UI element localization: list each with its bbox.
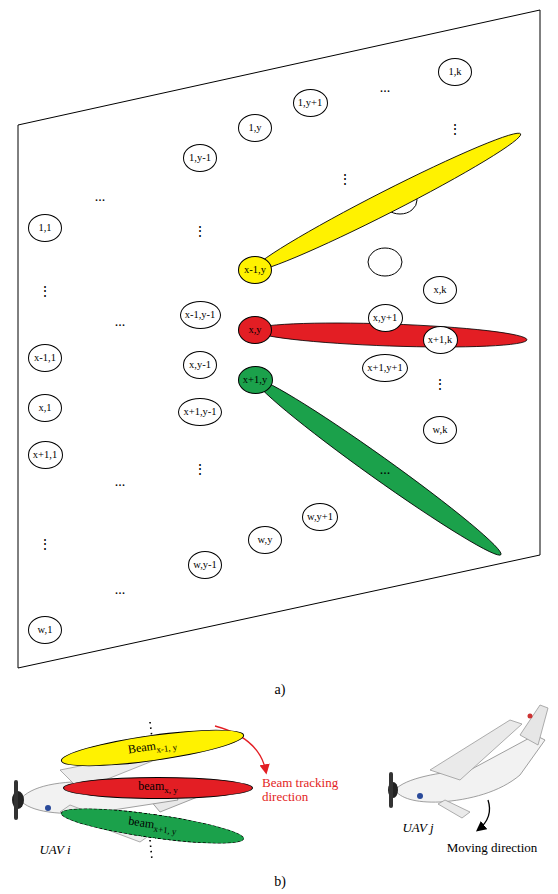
- label: ...: [115, 474, 126, 489]
- dots: [150, 840, 152, 860]
- label: ⋮: [448, 122, 462, 137]
- node-text: x-1,y-1: [185, 310, 216, 321]
- antenna-element: x+1,1: [28, 441, 63, 469]
- node-text: w,k: [433, 425, 448, 436]
- antenna-element: w,y-1: [188, 551, 222, 579]
- label: UAV i: [39, 843, 70, 857]
- node-text: x-1,y: [244, 265, 266, 276]
- node-text: x-1,1: [34, 353, 56, 364]
- node-text: x+1,1: [33, 450, 57, 461]
- label: a): [275, 682, 286, 697]
- antenna-element: w,k: [423, 416, 457, 444]
- node-text: w,y-1: [193, 560, 217, 571]
- label: ⋮: [38, 284, 52, 299]
- label: ⋮: [193, 462, 207, 477]
- antenna-element: w,y: [248, 526, 282, 554]
- antenna-element: 1,y: [238, 114, 272, 142]
- beam-shape: beamx, y: [63, 777, 253, 799]
- antenna-element: x-1,1: [28, 344, 62, 372]
- beam-green: [249, 370, 508, 563]
- antenna-element: 1,1: [28, 214, 62, 242]
- label: ...: [380, 462, 391, 477]
- label: UAV j: [402, 821, 433, 835]
- uav-j: [388, 705, 548, 818]
- antenna-element: x-1,y: [238, 256, 272, 284]
- node-text: 1,y+1: [298, 98, 322, 109]
- label: ...: [380, 80, 391, 95]
- antenna-element: 1,y-1: [183, 144, 217, 172]
- node-text: 1,y-1: [189, 153, 211, 164]
- label: ...: [115, 314, 126, 329]
- label: ⋮: [433, 377, 447, 392]
- antenna-element: 1,k: [438, 58, 472, 86]
- node-text: w,y: [258, 535, 273, 546]
- antenna-element: x,y: [238, 316, 272, 344]
- antenna-element: w,1: [28, 616, 62, 644]
- node-text: beamx+1, y: [127, 815, 178, 837]
- node-text: beamx, y: [138, 780, 178, 795]
- node-text: x+1,y: [243, 375, 267, 386]
- beam-shape: Beamx-1, y: [59, 722, 246, 773]
- node-text: w,1: [38, 625, 53, 636]
- beam-yellow: [248, 124, 525, 280]
- antenna-element: [368, 248, 402, 276]
- node-text: 1,y: [248, 123, 261, 134]
- antenna-element: x+1,y-1: [178, 398, 222, 426]
- node-text: x,1: [38, 403, 51, 414]
- antenna-element: x,k: [423, 276, 457, 304]
- antenna-element: x+1,y+1: [362, 354, 408, 382]
- moving-arrow: [478, 800, 490, 830]
- antenna-element: x,y+1: [368, 304, 403, 332]
- beam-shape: beamx+1, y: [59, 801, 246, 851]
- node-text: x+1,y+1: [367, 363, 402, 374]
- antenna-element: x+1,k: [423, 326, 458, 354]
- antenna-panel: [18, 10, 540, 668]
- label: ...: [95, 189, 106, 204]
- node-text: w,y+1: [307, 512, 333, 523]
- node-text: 1,k: [448, 67, 461, 78]
- label: ⋮: [38, 537, 52, 552]
- antenna-element: x,y-1: [183, 351, 217, 379]
- antenna-element: w,y+1: [302, 503, 338, 531]
- node-text: x,y+1: [373, 313, 397, 324]
- node-text: x,k: [433, 285, 446, 296]
- label: Moving direction: [447, 841, 538, 855]
- label: ⋮: [338, 172, 352, 187]
- label: Beam tracking direction: [262, 776, 354, 805]
- antenna-element: x-1,y-1: [180, 301, 221, 329]
- node-text: 1,1: [38, 223, 51, 234]
- node-text: x+1,k: [428, 335, 452, 346]
- node-text: x,y-1: [189, 360, 211, 371]
- label: b): [274, 874, 286, 889]
- antenna-element: x,1: [28, 394, 62, 422]
- node-text: Beamx-1, y: [127, 737, 178, 759]
- node-text: x+1,y-1: [183, 407, 216, 418]
- label: ...: [115, 582, 126, 597]
- node-text: x,y: [248, 325, 261, 336]
- antenna-element: 1,y+1: [293, 89, 328, 117]
- antenna-element: x+1,y: [238, 366, 273, 394]
- label: ⋮: [193, 224, 207, 239]
